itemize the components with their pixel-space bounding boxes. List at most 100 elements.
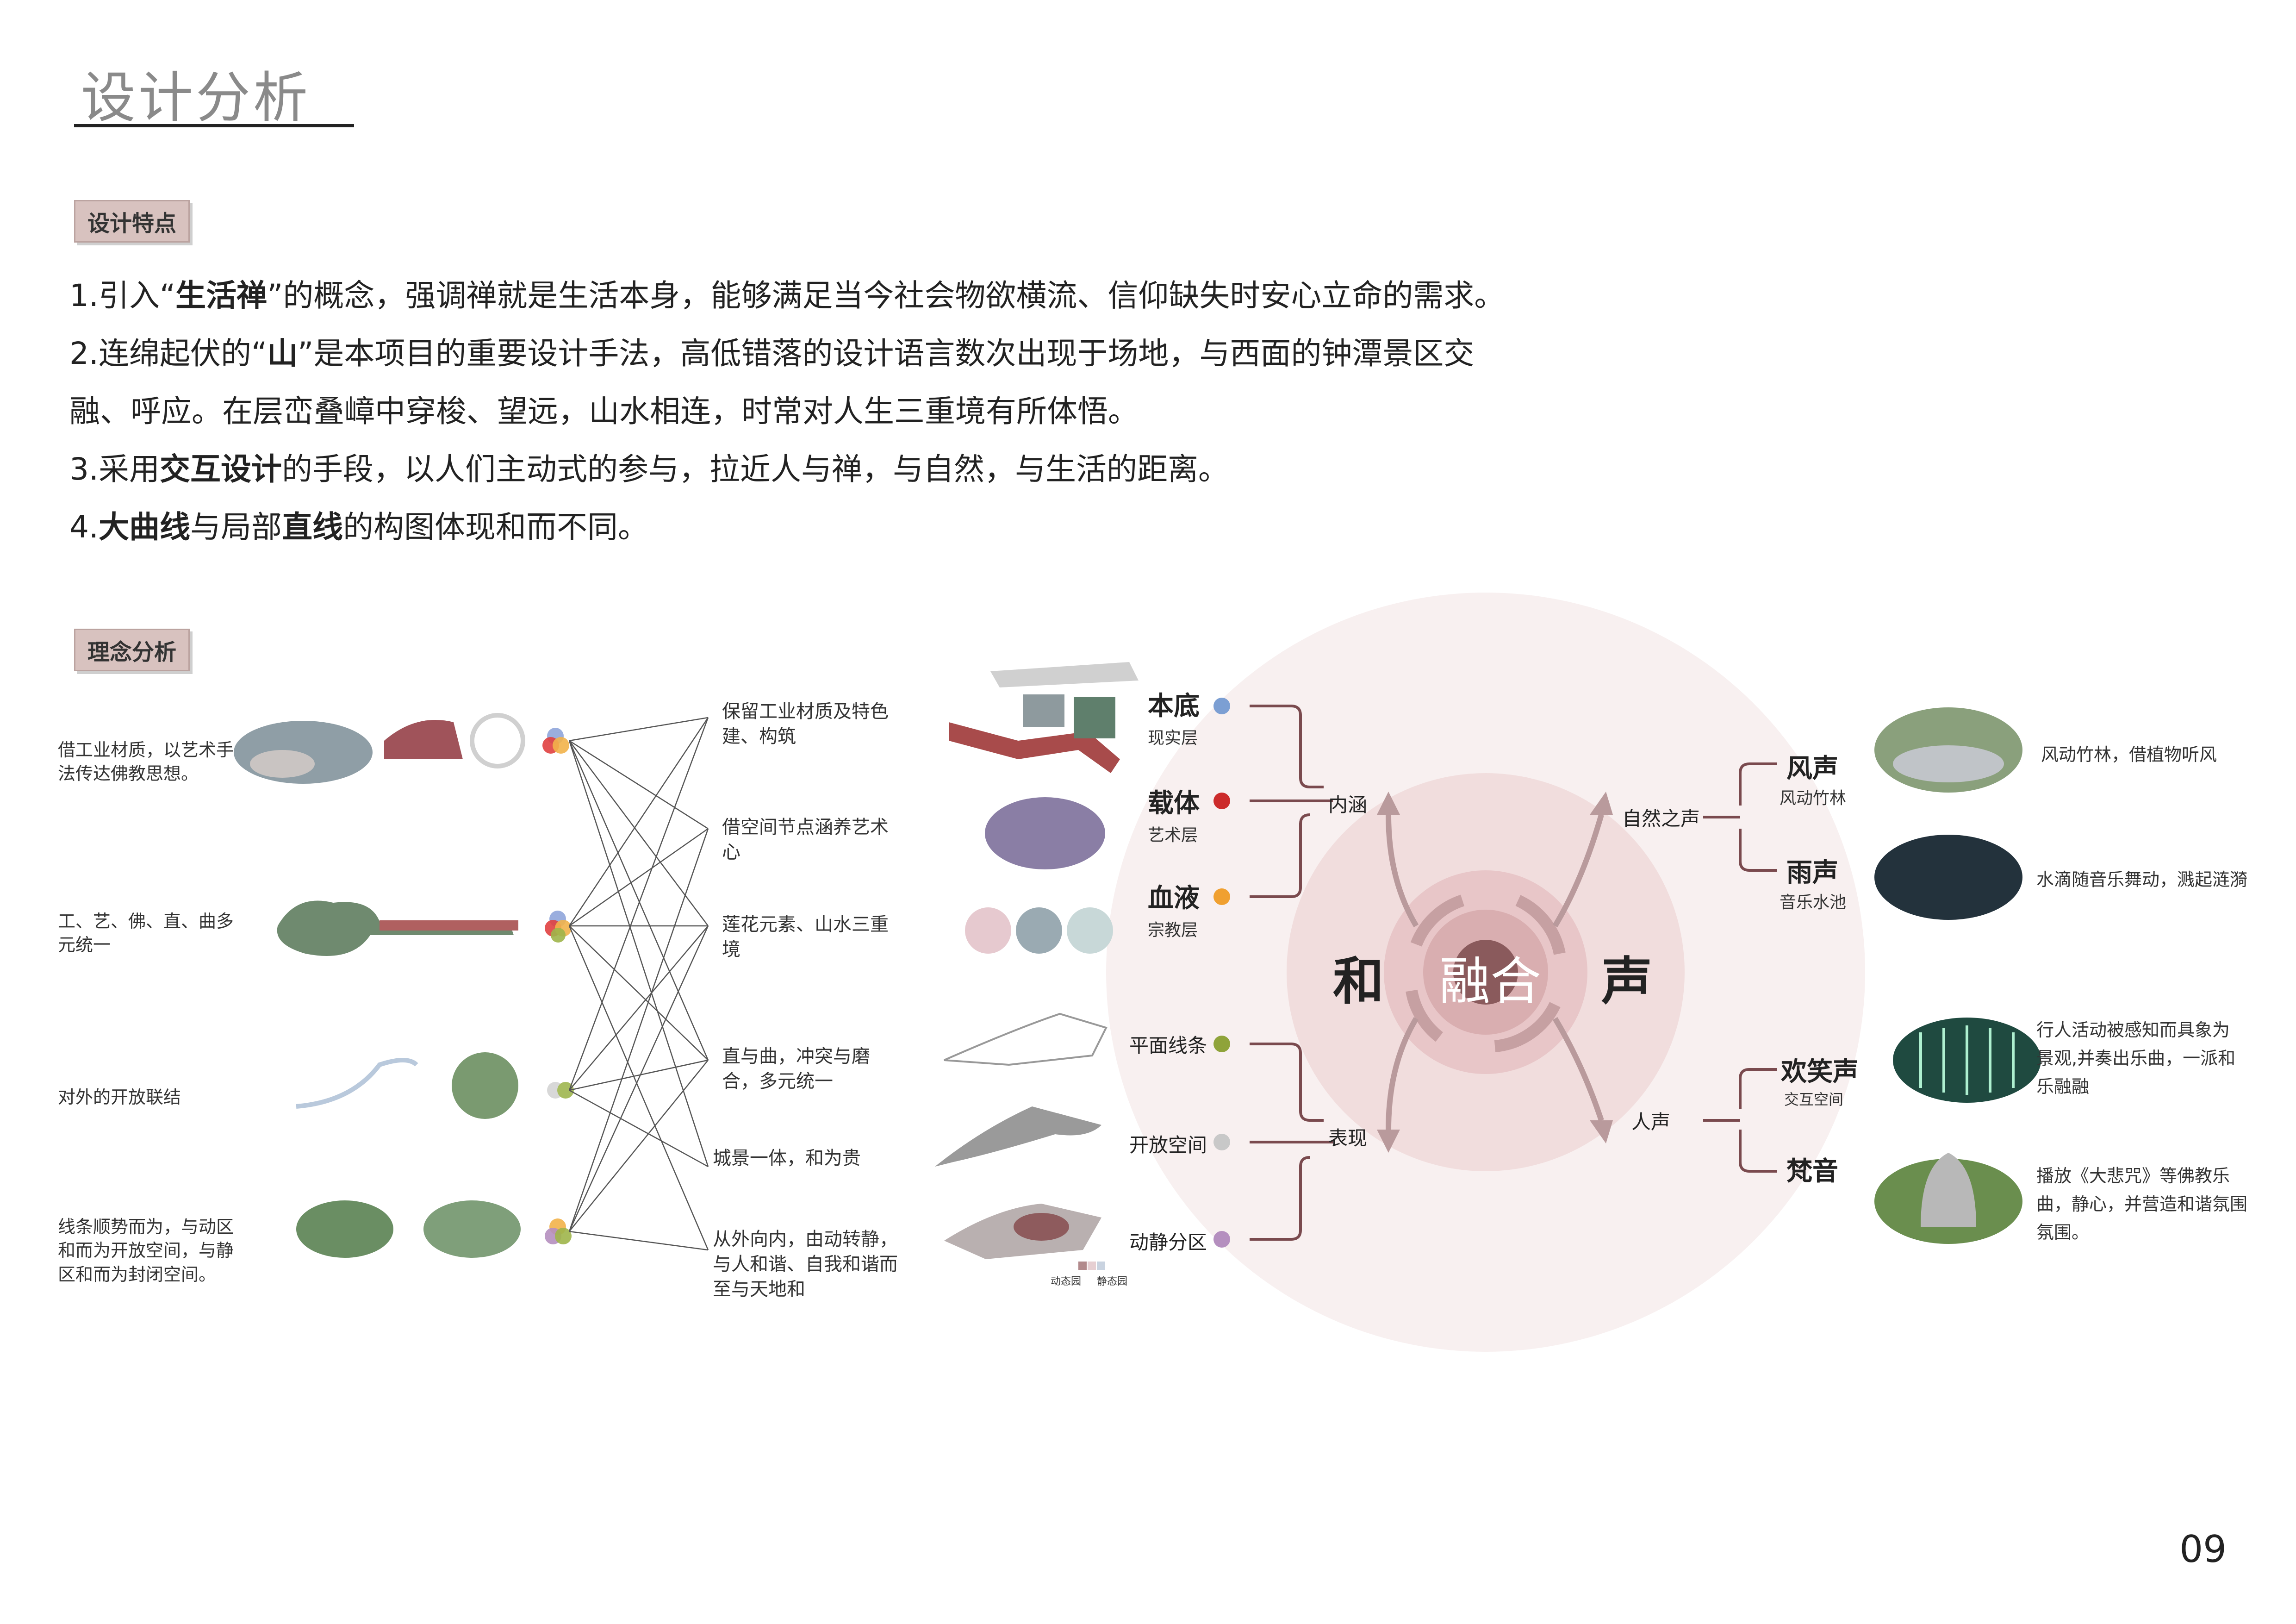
middle-label-5: 城景一体，和为贵 [713,1148,861,1169]
feature-3-a: 3.采用 [69,451,160,487]
sound-desc-wind: 风动竹林，借植物听风 [2041,744,2217,765]
group-label-content: 内涵 [1328,793,1368,816]
photo-aerial-zone-1 [296,1200,393,1258]
center-word-sound: 声 [1601,951,1652,1011]
photo-religion-3 [1067,907,1113,954]
feature-4-e: 的构图体现和而不同。 [342,509,648,545]
form-images [935,1012,1108,1270]
title-underline [74,124,354,127]
layer-dot-3 [1213,888,1230,905]
legend-swatch-static [1097,1262,1105,1270]
sound-desc-chant: 播放《大悲咒》等佛教乐曲，静心，并营造和谐氛围氛围。 [2036,1166,2248,1243]
feature-1-c: ”的概念，强调禅就是生活本身，能够满足当今社会物欲横流、信仰缺失时安心立命的需求… [267,278,1505,313]
legend-dynamic: 动态园 [1051,1276,1082,1287]
connector-arrowheads [1377,792,1613,1153]
core-dot [1453,940,1518,1005]
middle-label-4: 直与曲，冲突与磨合，多元统一 [722,1046,870,1092]
photo-steel-sculpture [384,720,463,759]
form-dot-3 [1213,1231,1230,1248]
photo-open-link-plan [296,1058,418,1109]
feature-4-d: 直线 [281,509,343,545]
feature-4-c: 与局部 [190,509,282,545]
sound-desc-rain: 水滴随音乐舞动，溅起涟漪 [2036,869,2248,890]
layer-title-1: 本底 [1148,691,1200,721]
legend-swatch-dynamic [1078,1262,1087,1270]
legend-static: 静态园 [1097,1276,1128,1287]
circle-clusters [542,728,574,1244]
feature-2-a: 2.连绵起伏的“ [69,336,268,371]
cluster-1 [542,728,569,754]
left-images [234,713,525,1258]
center-word-fusion: 融合 [1439,952,1541,1011]
layer-dot-2 [1213,793,1230,809]
left-label-4: 线条顺势而为，与动区和而为开放空间，与静区和而为封闭空间。 [58,1217,234,1285]
sound-title-chant: 梵音 [1786,1156,1838,1187]
feature-line-1: 1.引入“生活禅”的概念，强调禅就是生活本身，能够满足当今社会物欲横流、信仰缺失… [69,271,1505,315]
middle-label-1: 保留工业材质及特色建、构筑 [722,701,889,747]
layer-sub-2: 艺术层 [1148,826,1198,845]
feature-2-cont: 融、呼应。在层峦叠嶂中穿梭、望远，山水相连，时常对人生三重境有所体悟。 [69,394,1139,429]
form-title-3: 动静分区 [1129,1231,1207,1254]
left-label-1: 借工业材质，以艺术手法传达佛教思想。 [58,740,234,784]
layer-title-2: 载体 [1148,788,1200,818]
center-connectors [1386,814,1604,1130]
cycle-arrows-icon [1406,894,1566,1052]
feature-2-b: 山 [267,336,298,371]
group-label-human-sound: 人声 [1631,1111,1671,1133]
cluster-4 [545,1218,572,1244]
feature-line-4: 4.大曲线与局部直线的构图体现和而不同。 [69,502,648,547]
group-braces [1250,705,1777,1241]
middle-label-2: 借空间节点涵养艺术心 [722,817,889,863]
form-title-2: 开放空间 [1129,1134,1207,1156]
page-title: 设计分析 [81,66,311,130]
form-dot-2 [1213,1134,1230,1150]
group-label-expression: 表现 [1328,1127,1368,1149]
photo-aerial-zone-2 [423,1200,521,1258]
left-label-2: 工、艺、佛、直、曲多元统一 [58,911,234,956]
sound-title-rain: 雨声 [1786,858,1838,888]
group-label-nature-sound: 自然之声 [1622,807,1700,830]
layer-sub-3: 宗教层 [1148,921,1198,940]
features-tag: 设计特点 [74,200,190,243]
sound-sub-laughter: 交互空间 [1784,1091,1844,1108]
feature-2-c: ”是本项目的重要设计手法，高低错落的设计语言数次出现于场地，与西面的钟潭景区交 [298,336,1475,371]
center-word-harmony: 和 [1333,951,1384,1011]
feature-4-a: 4. [69,509,99,545]
feature-line-2: 2.连绵起伏的“山”是本项目的重要设计手法，高低错落的设计语言数次出现于场地，与… [69,329,1474,373]
sound-desc-laughter: 行人活动被感知而具象为景观,并奏出乐曲，一派和乐融融 [2036,1020,2236,1097]
sound-title-laughter: 欢笑声 [1781,1057,1859,1087]
feature-3-c: 的手段，以人们主动式的参与，拉近人与禅，与自然，与生活的距离。 [281,451,1229,487]
sound-images [1874,707,2041,1244]
cluster-2 [545,911,572,943]
left-label-3: 对外的开放联结 [58,1087,181,1107]
middle-label-6: 从外向内，由动转静，与人和谐、自我和谐而至与天地和 [713,1229,898,1300]
sound-title-wind: 风声 [1786,754,1838,784]
speaker-icon [1921,1153,1976,1227]
feature-4-b: 大曲线 [98,509,190,545]
form-dot-1 [1213,1036,1230,1052]
form-title-1: 平面线条 [1129,1034,1207,1057]
page-number: 09 [2179,1528,2227,1571]
photo-religion-1 [965,907,1011,954]
diagram-plane-lines [944,1012,1108,1066]
layer-sub-1: 现实层 [1148,729,1198,748]
diagram-open-space [935,1106,1101,1167]
layer-dot-1 [1213,698,1230,714]
layer-title-3: 血液 [1148,883,1200,913]
photo-art-layer [985,797,1105,869]
concept-tag: 理念分析 [74,629,190,671]
feature-line-2-cont: 融、呼应。在层峦叠嶂中穿梭、望远，山水相连，时常对人生三重境有所体悟。 [69,387,1139,431]
cluster-3 [547,1082,574,1099]
feature-1-b: 生活禅 [175,278,268,313]
layer-images [949,662,1139,954]
photo-music-pool [1874,835,2022,920]
photo-industrial-layer [990,662,1139,687]
feature-line-3: 3.采用交互设计的手段，以人们主动式的参与，拉近人与禅，与自然，与生活的距离。 [69,444,1229,489]
connection-lines [568,717,709,1251]
photo-religion-2 [1016,907,1062,954]
sound-sub-rain: 音乐水池 [1780,893,1847,912]
middle-label-3: 莲花元素、山水三重境 [722,914,889,960]
photo-ring-sculpture [470,713,525,768]
photo-aerial-open [452,1052,518,1119]
